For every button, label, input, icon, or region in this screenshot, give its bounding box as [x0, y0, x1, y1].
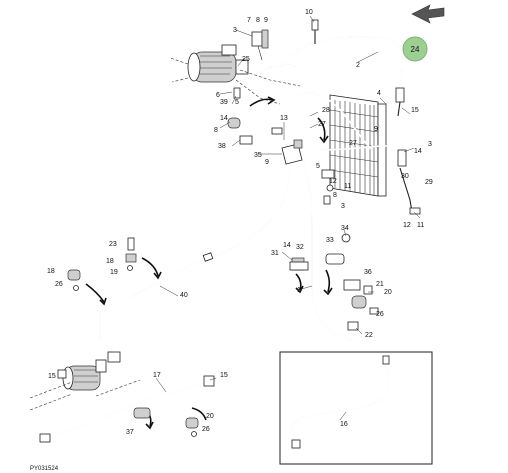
fitting-10	[311, 19, 319, 44]
callout-32: 32	[296, 244, 304, 251]
clamp-set-right	[343, 279, 379, 331]
callout-33: 33	[326, 237, 334, 244]
callout-10: 10	[305, 9, 313, 16]
callout-8: 8	[333, 192, 337, 199]
callout-30: 30	[401, 173, 409, 180]
callout-15: 15	[411, 107, 419, 114]
clamp-20-lower	[185, 417, 199, 437]
callout-7: 7	[247, 17, 251, 24]
receiver-drier	[397, 149, 421, 215]
leader-lines	[155, 15, 421, 421]
callout-36: 36	[364, 269, 372, 276]
reference-code: PY031524	[30, 466, 59, 472]
callout-18: 18	[106, 258, 114, 265]
callout-26: 26	[202, 426, 210, 433]
callout-40: 40	[180, 292, 188, 299]
hose-28	[299, 92, 373, 151]
callout-20: 20	[384, 289, 392, 296]
callout-37: 37	[126, 429, 134, 436]
callout-25: 25	[242, 56, 250, 63]
callout-3: 3	[428, 141, 432, 148]
callout-27: 27	[318, 121, 326, 128]
clamp-13	[271, 122, 285, 140]
callout-27: 27	[349, 140, 357, 147]
callout-12: 12	[403, 222, 411, 229]
callout-17: 17	[153, 372, 161, 379]
callout-5: 5	[235, 99, 239, 106]
callout-26: 26	[55, 281, 63, 288]
callout-21: 21	[376, 281, 384, 288]
page-number: 24	[411, 45, 420, 54]
callout-31: 31	[271, 250, 279, 257]
clamp-18-left	[67, 269, 81, 291]
callout-20: 20	[206, 413, 214, 420]
bracket-35	[281, 139, 303, 165]
callout-6: 6	[216, 92, 220, 99]
fitting-23	[125, 237, 137, 271]
compressor-dashed-guide	[169, 57, 189, 83]
callout-18: 18	[47, 268, 55, 275]
lower-compressor-guide	[29, 379, 141, 411]
fitting-15-top	[395, 87, 405, 117]
line-40	[99, 169, 291, 351]
callout-26: 26	[376, 311, 384, 318]
lower-compressor	[62, 351, 121, 391]
line-1	[299, 145, 404, 341]
callout-19: 19	[110, 269, 118, 276]
hose-2	[257, 36, 404, 93]
callout-35: 35	[254, 152, 262, 159]
callout-14: 14	[414, 148, 422, 155]
callout-38: 38	[218, 143, 226, 150]
callout-2: 2	[356, 62, 360, 69]
callout-labels: 10 7 8 9 3 25 2 6 39 5 14 8 38 13 28 27 …	[47, 9, 433, 436]
compressor	[187, 44, 249, 83]
callout-34: 34	[341, 225, 349, 232]
callout-29: 29	[425, 179, 433, 186]
callout-39: 39	[220, 99, 228, 106]
callout-12: 12	[329, 178, 337, 185]
callout-23: 23	[109, 241, 117, 248]
callout-8: 8	[256, 17, 260, 24]
clamp-set-left	[227, 87, 253, 145]
callout-9: 9	[265, 159, 269, 166]
callout-22: 22	[365, 332, 373, 339]
line-17	[39, 375, 215, 443]
callout-28: 28	[322, 107, 330, 114]
callout-1: 1	[297, 287, 301, 294]
inset-line-16	[279, 351, 433, 465]
bracket-top	[251, 29, 269, 61]
callout-3: 3	[233, 27, 237, 34]
fitting-15-left	[57, 369, 67, 379]
clamp-37	[133, 407, 151, 419]
callout-16: 16	[340, 421, 348, 428]
page-number-badge: 24	[402, 36, 428, 62]
callout-4: 4	[377, 90, 381, 97]
clamp-set-mid	[321, 169, 335, 205]
callout-15: 15	[48, 373, 56, 380]
callout-9: 9	[374, 126, 378, 133]
callout-11: 11	[417, 222, 424, 229]
callout-13: 13	[280, 115, 288, 122]
clamp-set-lower	[289, 233, 351, 271]
callout-14: 14	[283, 242, 291, 249]
callout-8: 8	[214, 127, 218, 134]
callout-9: 9	[264, 17, 268, 24]
callout-3: 3	[341, 203, 345, 210]
next-page-arrow-icon[interactable]	[411, 4, 445, 24]
callout-14: 14	[220, 115, 228, 122]
callout-11: 11	[344, 183, 351, 190]
assembly-arrows	[85, 96, 333, 430]
callout-15: 15	[220, 372, 228, 379]
compressor-mount-guide	[235, 69, 301, 105]
callout-5: 5	[316, 163, 320, 170]
condenser	[329, 94, 387, 197]
